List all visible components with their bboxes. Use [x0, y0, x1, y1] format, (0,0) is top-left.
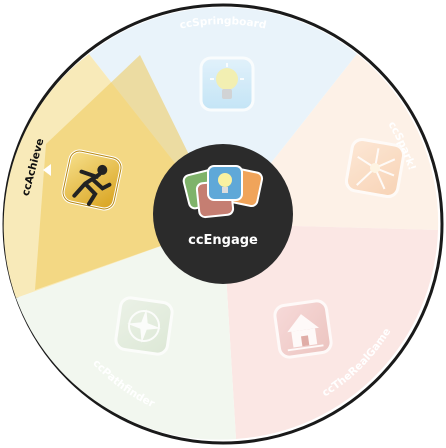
segment-label-springboard: ccSpringboard [179, 15, 268, 32]
ccengage-stacked-apps-icon [182, 165, 264, 219]
achieve-pointer [43, 164, 51, 176]
compass-icon [114, 296, 174, 356]
segment-springboard[interactable] [89, 7, 357, 225]
house-icon [273, 299, 333, 359]
climber-icon [61, 149, 123, 211]
lightbulb-icon [199, 56, 255, 112]
spark-burst-icon [344, 137, 406, 199]
center-label: ccEngage [188, 233, 258, 248]
